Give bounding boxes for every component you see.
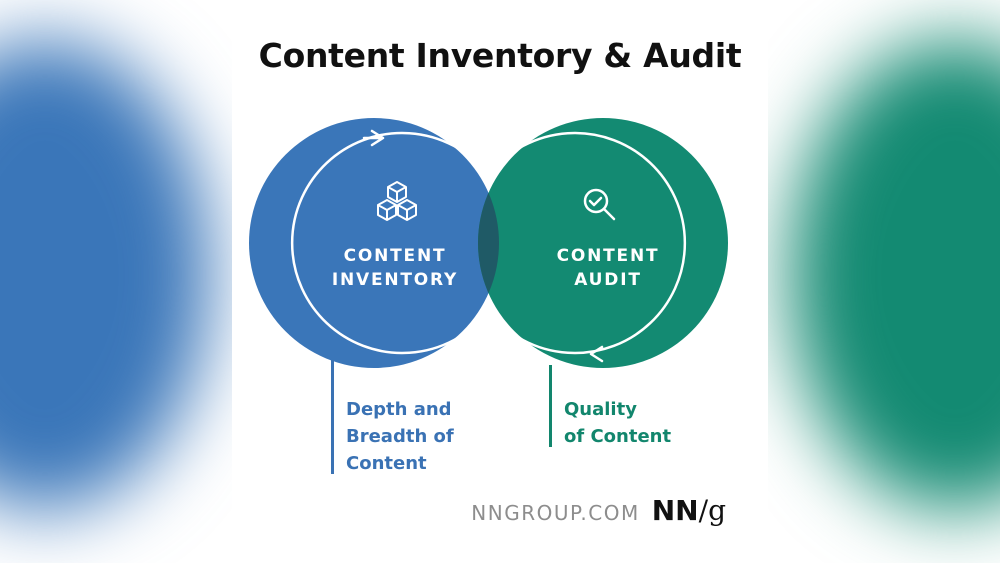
audit-circle (478, 118, 728, 368)
audit-cycle-arc (489, 131, 687, 355)
audit-label-line1: CONTENT (557, 246, 660, 266)
blurred-background-left (0, 40, 210, 510)
inventory-caption-line1: Depth and (346, 399, 452, 420)
infographic-card: Content Inventory & Audit (232, 0, 768, 563)
audit-caption-line2: of Content (564, 426, 672, 447)
inventory-label-line2: INVENTORY (332, 270, 458, 290)
cubes-icon (377, 181, 417, 221)
venn-diagram: CONTENT INVENTORY CONTENT AUDIT (249, 118, 728, 368)
inventory-caption-line2: Breadth of (346, 426, 454, 447)
logo-g: g (708, 494, 726, 527)
inventory-leader-line (331, 360, 334, 474)
audit-caption-line1: Quality (564, 399, 637, 420)
audit-leader-line (549, 365, 552, 447)
inventory-label-line1: CONTENT (344, 246, 447, 266)
inventory-caption: Depth and Breadth of Content (346, 396, 506, 477)
logo-nn: NN (651, 494, 699, 527)
overlap-chevron-bottom-icon (483, 306, 493, 313)
footer: NNGROUP.COM NN/g (471, 494, 726, 527)
infographic-title: Content Inventory & Audit (258, 36, 742, 75)
blurred-background-right (790, 40, 1000, 510)
audit-label-line2: AUDIT (574, 270, 641, 290)
audit-caption: Quality of Content (564, 396, 724, 450)
audit-arrow-icon (589, 345, 604, 363)
inventory-cycle-arc (290, 131, 488, 355)
inventory-arrow-icon (362, 129, 385, 147)
inventory-caption-line3: Content (346, 453, 427, 474)
site-url: NNGROUP.COM (471, 501, 640, 525)
overlap-chevron-top-icon (483, 175, 493, 182)
nng-logo: NN/g (652, 494, 726, 527)
magnifier-check-icon (583, 188, 616, 221)
inventory-circle (249, 118, 499, 368)
logo-slash: / (698, 494, 709, 527)
